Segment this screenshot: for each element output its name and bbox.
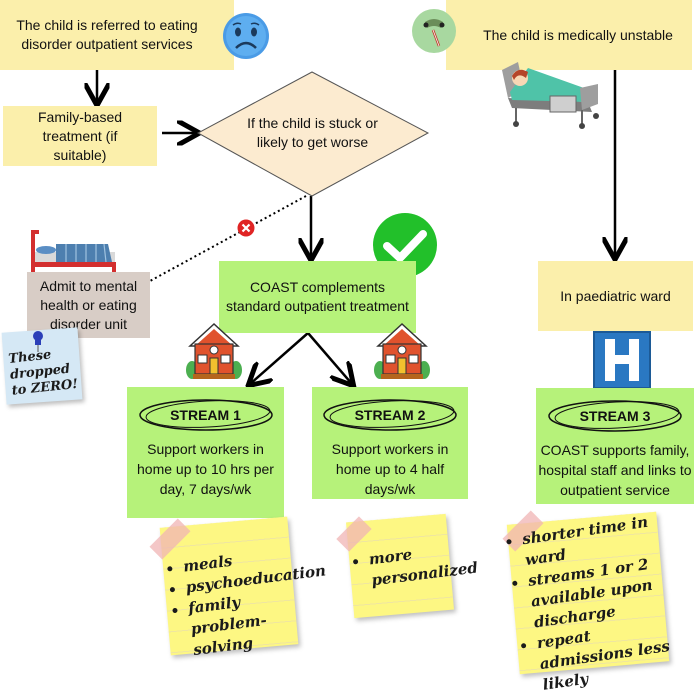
stream-3-box: STREAM 3 COAST supports family, hospital… (536, 388, 694, 504)
node-paediatric-ward: In paediatric ward (538, 261, 693, 331)
node-coast-text: COAST complements standard outpatient tr… (226, 279, 409, 314)
stream-1-box: STREAM 1 Support workers in home up to 1… (127, 387, 284, 518)
stream-3-benefits: shorter time in ward streams 1 or 2 avai… (503, 510, 685, 699)
stream-2-description: Support workers in home up to 4 half day… (331, 441, 449, 497)
arrow-coast-to-stream1 (250, 332, 309, 384)
node-referred-text: The child is referred to eating disorder… (16, 17, 198, 52)
node-ward-text: In paediatric ward (560, 287, 671, 304)
node-unstable-text: The child is medically unstable (483, 26, 673, 43)
house-icon (186, 322, 242, 379)
x-mark-icon (237, 219, 255, 237)
stream-3-title: STREAM 3 (540, 396, 690, 436)
sad-face-icon (223, 13, 269, 59)
node-admit-text: Admit to mental health or eating disorde… (39, 277, 138, 332)
node-referred: The child is referred to eating disorder… (0, 0, 234, 70)
house-icon (374, 322, 430, 379)
node-admit-unit: Admit to mental health or eating disorde… (27, 272, 150, 338)
decision-diamond (196, 71, 430, 197)
node-coast-complements: COAST complements standard outpatient tr… (219, 261, 416, 333)
stream-2-box: STREAM 2 Support workers in home up to 4… (312, 387, 468, 499)
stream-1-description: Support workers in home up to 10 hrs per… (137, 441, 274, 497)
arrow-coast-to-stream2 (307, 332, 352, 384)
dropped-to-zero-text: These dropped to ZERO! (7, 347, 79, 399)
node-family-based-treatment: Family-based treatment (if suitable) (3, 106, 157, 166)
push-pin-icon (33, 331, 43, 352)
stream-3-description: COAST supports family, hospital staff an… (538, 442, 692, 498)
stream-2-title: STREAM 2 (315, 395, 465, 435)
node-decision: If the child is stuck or likely to get w… (225, 110, 400, 156)
sick-face-icon (412, 9, 456, 53)
hospital-bed-icon (502, 62, 599, 129)
node-fbt-text: Family-based treatment (if suitable) (37, 108, 123, 163)
hospital-sign-icon (593, 331, 651, 389)
node-medically-unstable: The child is medically unstable (446, 0, 692, 70)
stream-1-benefits: meals psychoeducation family problem-sol… (164, 542, 327, 663)
node-decision-text: If the child is stuck or likely to get w… (247, 115, 378, 150)
stream-1-title: STREAM 1 (131, 395, 281, 435)
bed-icon (31, 230, 116, 274)
